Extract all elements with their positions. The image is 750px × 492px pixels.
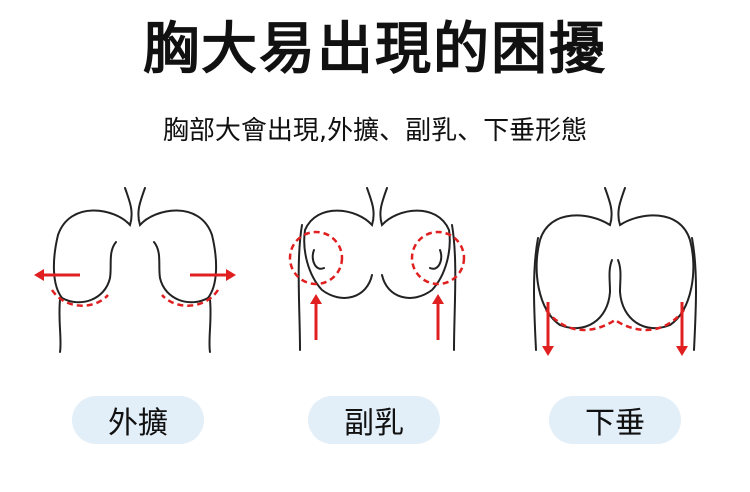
accessory-breast-label: 副乳 [344, 406, 404, 441]
spread-label-pill: 外擴 [72, 396, 204, 444]
sagging-label-pill: 下垂 [549, 396, 681, 444]
sagging-illustration [510, 180, 720, 360]
page-subtitle: 胸部大會出現,外擴、副乳、下垂形態 [162, 116, 588, 146]
sagging-label: 下垂 [585, 406, 645, 441]
spread-illustration [30, 180, 240, 360]
page-title: 胸大易出現的困擾 [143, 17, 607, 82]
accessory-breast-label-pill: 副乳 [308, 396, 440, 444]
accessory-breast-illustration [272, 180, 482, 360]
spread-label: 外擴 [108, 406, 168, 441]
